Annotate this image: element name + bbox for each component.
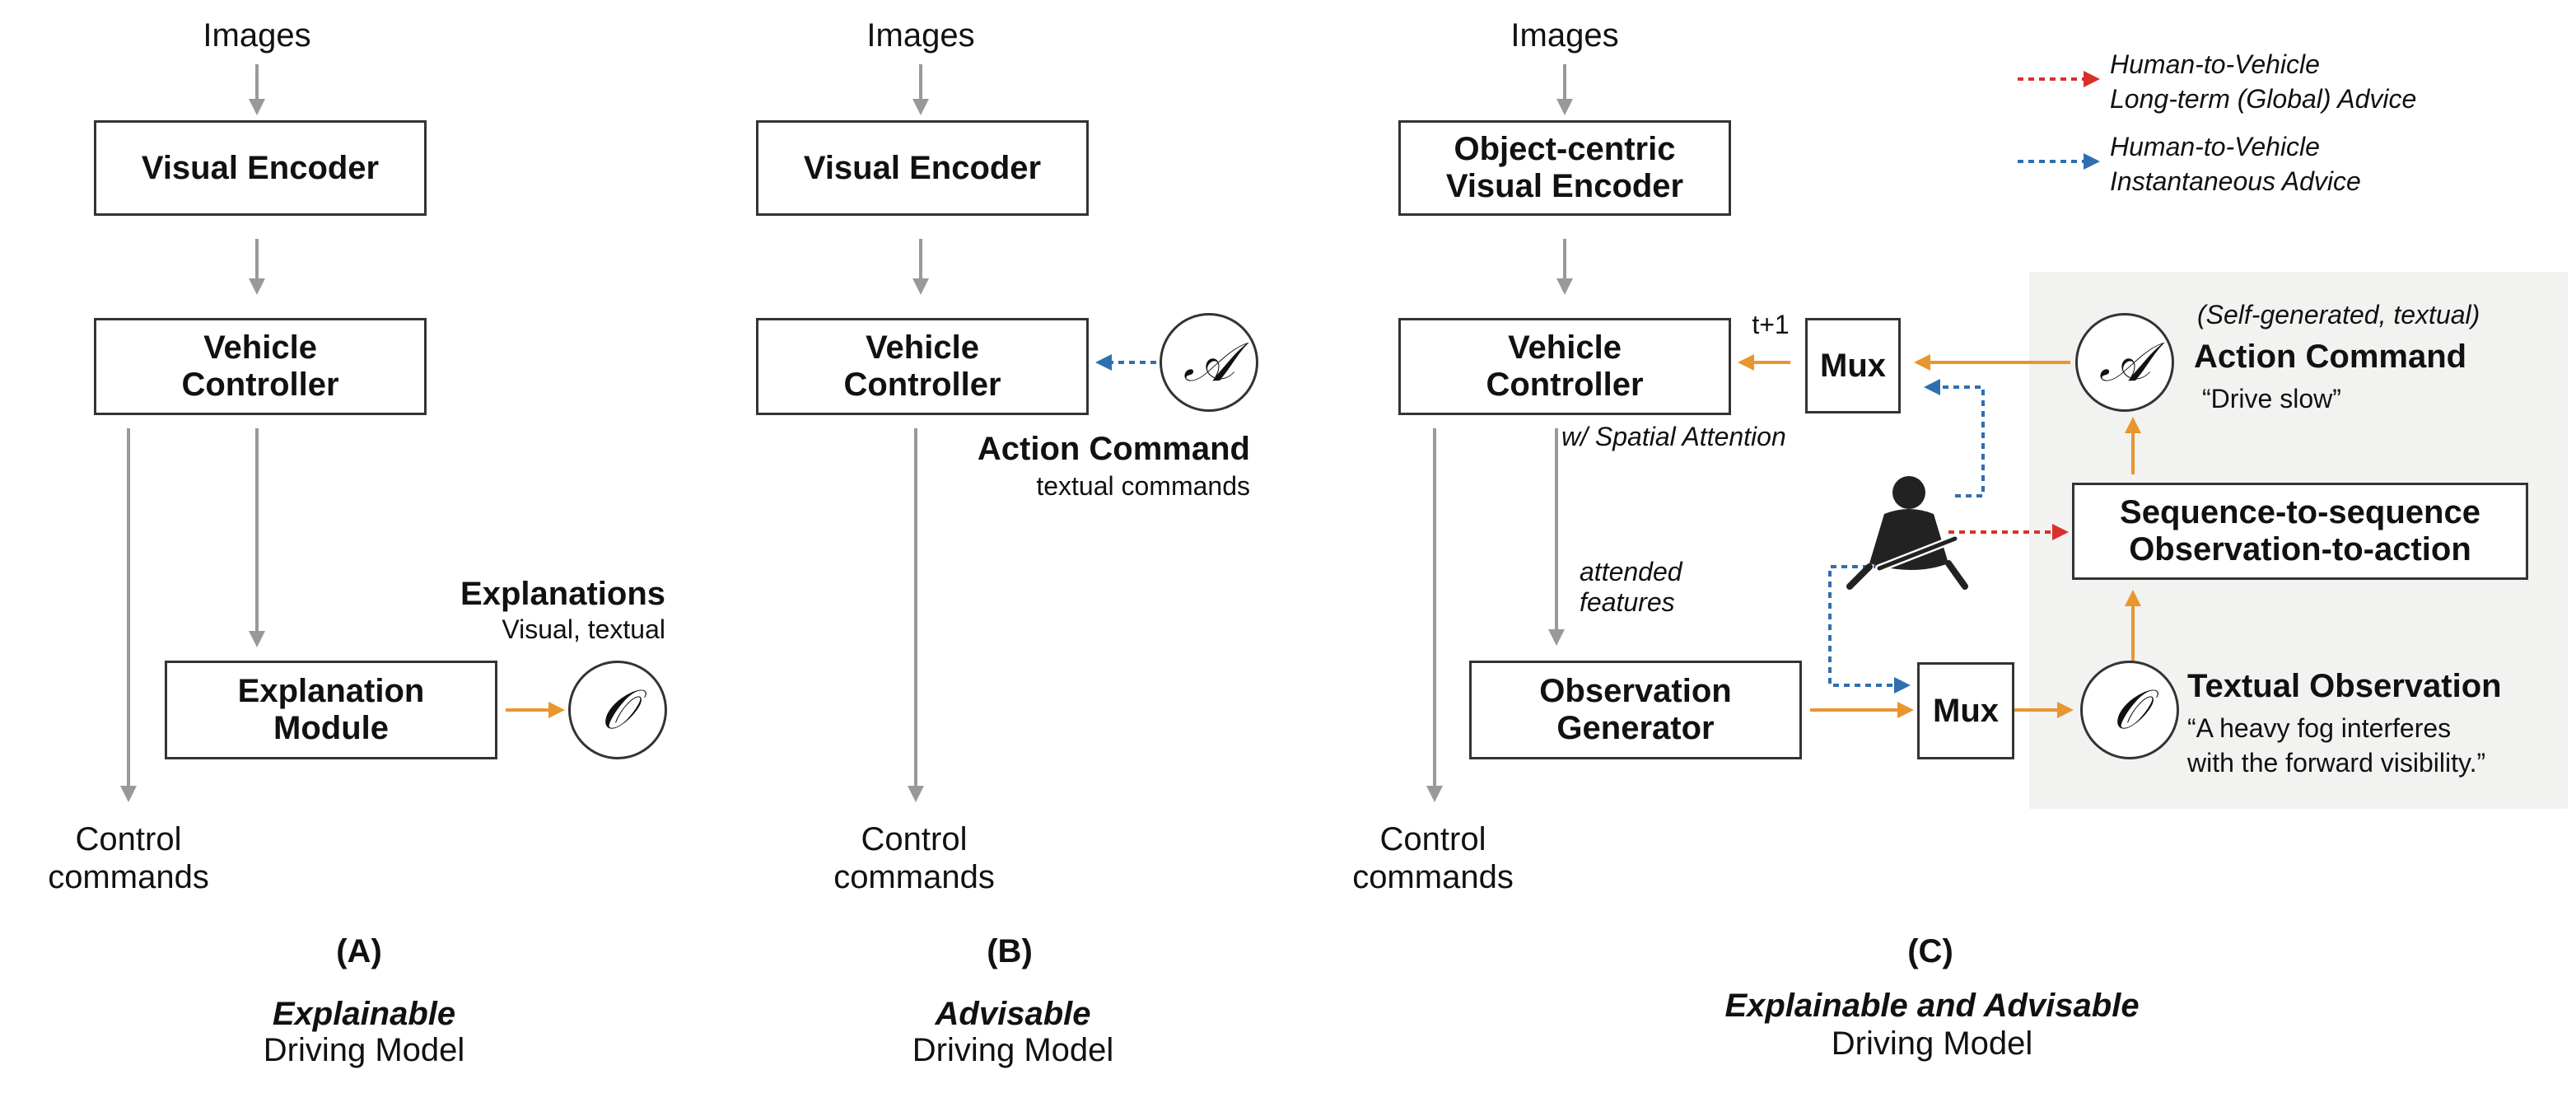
legend-global-line2: Long-term (Global) Advice: [2110, 83, 2417, 114]
images-label: Images: [1510, 17, 1619, 54]
explanation-module-box: Explanation Module: [165, 661, 497, 759]
control-commands-line2: commands: [833, 859, 995, 895]
observation-quote-line2: with the forward visibility.”: [2187, 747, 2486, 778]
vehicle-controller-line1: Vehicle: [1508, 329, 1622, 367]
object-centric-encoder-box: Object-centric Visual Encoder: [1398, 120, 1731, 216]
explanations-subtitle: Visual, textual: [502, 614, 665, 644]
caption-letter: (A): [336, 933, 382, 969]
visual-encoder-label: Visual Encoder: [803, 149, 1042, 186]
control-commands-line1: Control: [861, 821, 968, 857]
explanation-module-line1: Explanation: [237, 673, 425, 710]
vehicle-controller-line2: Controller: [1486, 367, 1644, 403]
spatial-attention-label: w/ Spatial Attention: [1561, 422, 1786, 451]
caption-letter: (C): [1907, 933, 1953, 969]
control-commands-line2: commands: [1352, 859, 1514, 895]
control-commands-label: Control commands: [833, 820, 995, 896]
mux-bottom-label: Mux: [1933, 692, 1999, 729]
attended-features-label: attended features: [1580, 557, 1682, 618]
action-symbol-circle: 𝒜: [2075, 313, 2174, 412]
vehicle-controller-line2: Controller: [181, 367, 339, 403]
encoder-line1: Object-centric: [1454, 131, 1676, 168]
time-step-label: t+1: [1752, 310, 1790, 339]
control-commands-line1: Control: [75, 821, 182, 857]
control-commands-line2: commands: [48, 859, 209, 895]
attended-features-line2: features: [1580, 586, 1675, 617]
observation-symbol-circle: 𝒪: [568, 661, 667, 759]
mux-top-label: Mux: [1820, 347, 1886, 384]
visual-encoder-box: Visual Encoder: [756, 120, 1089, 216]
sequence-line2: Observation-to-action: [2129, 531, 2471, 568]
textual-observation-quote: “A heavy fog interferes with the forward…: [2187, 712, 2485, 780]
vehicle-controller-line1: Vehicle: [203, 329, 317, 367]
observation-symbol-circle: 𝒪: [2080, 661, 2179, 759]
mux-bottom-box: Mux: [1917, 662, 2014, 759]
action-symbol-circle: 𝒜: [1160, 313, 1258, 412]
textual-observation-title: Textual Observation: [2187, 668, 2502, 704]
sequence-line1: Sequence-to-sequence: [2120, 494, 2480, 531]
legend-instant-line1: Human-to-Vehicle: [2110, 132, 2320, 161]
legend-instantaneous-advice: Human-to-Vehicle Instantaneous Advice: [2110, 130, 2361, 199]
visual-encoder-box: Visual Encoder: [94, 120, 427, 216]
action-command-title: Action Command: [2194, 339, 2467, 375]
encoder-line2: Visual Encoder: [1445, 168, 1684, 204]
explanation-module-line2: Module: [273, 710, 389, 746]
arrow-c-driver-to-bottom-mux: [1828, 565, 1911, 694]
observation-symbol: 𝒪: [2112, 677, 2147, 741]
action-command-quote: “Drive slow”: [2202, 384, 2341, 413]
vehicle-controller-line2: Controller: [843, 367, 1001, 403]
vehicle-controller-box: Vehicle Controller: [94, 318, 427, 415]
vehicle-controller-box: Vehicle Controller: [1398, 318, 1731, 415]
observation-quote-line1: “A heavy fog interferes: [2187, 713, 2452, 743]
seated-driver-icon: [1846, 476, 1968, 590]
action-command-title: Action Command: [977, 431, 1250, 467]
action-note-label: (Self-generated, textual): [2197, 300, 2480, 329]
mux-top-box: Mux: [1805, 318, 1901, 413]
control-commands-label: Control commands: [48, 820, 209, 896]
visual-encoder-label: Visual Encoder: [141, 149, 380, 186]
images-label: Images: [203, 17, 311, 54]
action-command-subtitle: textual commands: [1036, 471, 1250, 501]
action-symbol: 𝒜: [2098, 329, 2151, 394]
caption-model-rest: Driving Model: [912, 1032, 1114, 1068]
vehicle-controller-box: Vehicle Controller: [756, 318, 1089, 415]
caption-model-type: Explainable: [272, 996, 456, 1032]
caption-model-type: Advisable: [935, 996, 1091, 1032]
observation-symbol: 𝒪: [600, 677, 635, 741]
attended-features-line1: attended: [1580, 557, 1682, 586]
observation-generator-line2: Generator: [1556, 710, 1715, 746]
action-symbol: 𝒜: [1183, 329, 1235, 394]
caption-model-rest: Driving Model: [1831, 1025, 2033, 1062]
control-commands-label: Control commands: [1352, 820, 1514, 896]
caption-letter: (B): [987, 933, 1033, 969]
sequence-to-sequence-box: Sequence-to-sequence Observation-to-acti…: [2072, 483, 2528, 580]
arrow-c-driver-to-top-mux: [1924, 379, 1985, 497]
observation-generator-line1: Observation: [1539, 673, 1732, 710]
images-label: Images: [866, 17, 975, 54]
observation-generator-box: Observation Generator: [1469, 661, 1802, 759]
legend-global-line1: Human-to-Vehicle: [2110, 49, 2320, 79]
caption-model-type: Explainable and Advisable: [1724, 988, 2140, 1024]
control-commands-line1: Control: [1379, 821, 1486, 857]
explanations-title: Explanations: [460, 576, 665, 612]
legend-global-advice: Human-to-Vehicle Long-term (Global) Advi…: [2110, 48, 2416, 116]
caption-model-rest: Driving Model: [263, 1032, 465, 1068]
legend-instant-line2: Instantaneous Advice: [2110, 166, 2361, 196]
vehicle-controller-line1: Vehicle: [866, 329, 979, 367]
